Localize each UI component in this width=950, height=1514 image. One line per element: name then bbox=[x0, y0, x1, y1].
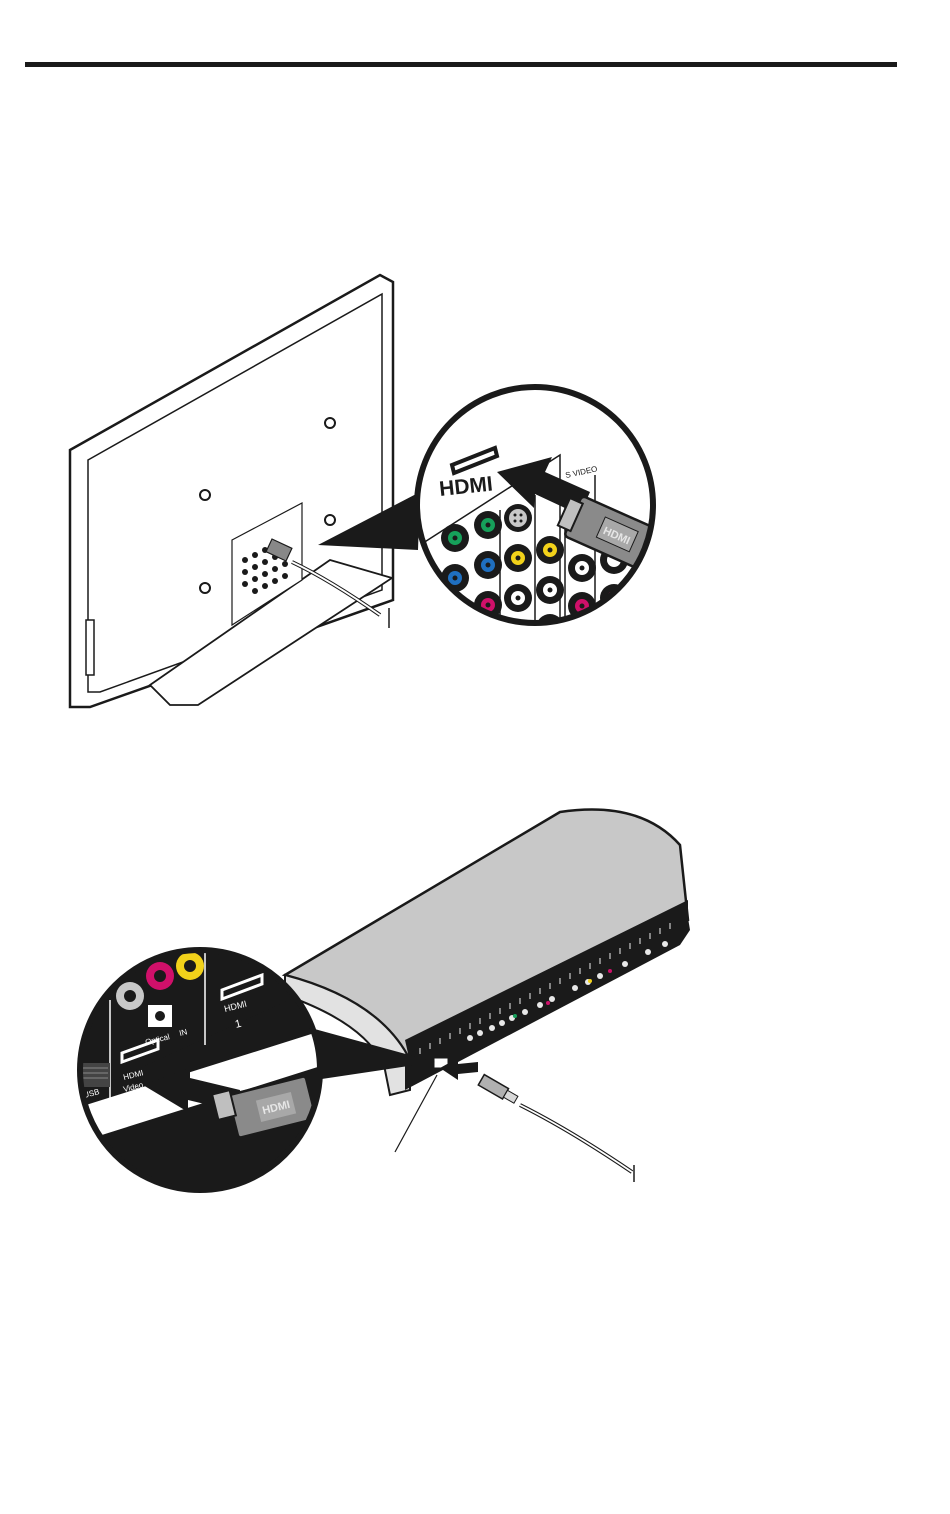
console-hdmi-illustration: HDMI HDMI Video Optical IN HDMI 1 USB bbox=[0, 800, 950, 1200]
tv-hdmi-illustration: HDMI HDMI S VIDEO bbox=[0, 260, 950, 720]
tv-zoom-callout: HDMI bbox=[400, 370, 670, 642]
header-rule bbox=[25, 62, 897, 67]
console-unit bbox=[285, 809, 690, 1182]
tv-rear bbox=[70, 275, 393, 707]
